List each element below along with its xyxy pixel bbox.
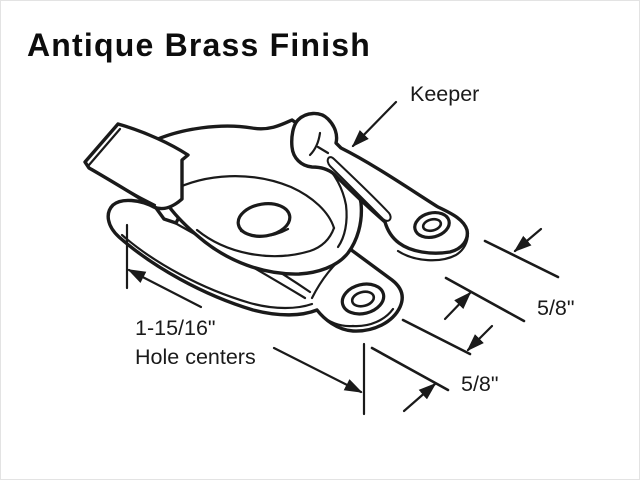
dimension-annotations: Keeper 1-15/16" Hole centers 5/8" 5/8" [125,82,575,416]
base-width-line-upper [401,318,472,356]
base-width-value: 5/8" [461,372,499,396]
base-width-arrow-upper [466,324,494,352]
keeper-knob-detail-line [308,131,330,157]
page-title: Antique Brass Finish [27,27,372,63]
base-width-line-lower [370,346,450,392]
keeper-callout-arrow [351,100,398,148]
handle-edge-thickness-bottom [90,167,157,207]
keeper-width-arrow-upper [513,227,543,253]
keeper-width-line-upper [483,239,560,279]
keeper-arm-highlight [326,156,392,222]
keeper-label: Keeper [410,82,479,106]
keeper-width-value: 5/8" [537,296,575,320]
base-screw-hole-inner [350,290,376,308]
hole-centers-arrow-left [127,268,203,309]
ear-bottom-thickness-line [318,307,395,328]
keeper-thickness-line [396,231,470,262]
hole-centers-caption: Hole centers [135,345,256,369]
cam-recess-upper-arc [169,175,336,230]
hole-centers-arrow-right [272,346,363,394]
keeper-width-line-lower [444,276,526,323]
handle-edge-thickness-left [87,127,122,167]
keeper-width-arrow-lower [443,291,472,321]
base-width-arrow-lower [402,382,437,413]
center-hole-depth-arc [239,227,290,238]
base-bottom-thickness-line [120,233,314,310]
keeper-screw-hole-inner [421,217,443,233]
hole-centers-value: 1-15/16" [135,316,216,340]
sash-lock-drawing [83,111,470,333]
cam-recess-lower-arc [195,226,336,258]
